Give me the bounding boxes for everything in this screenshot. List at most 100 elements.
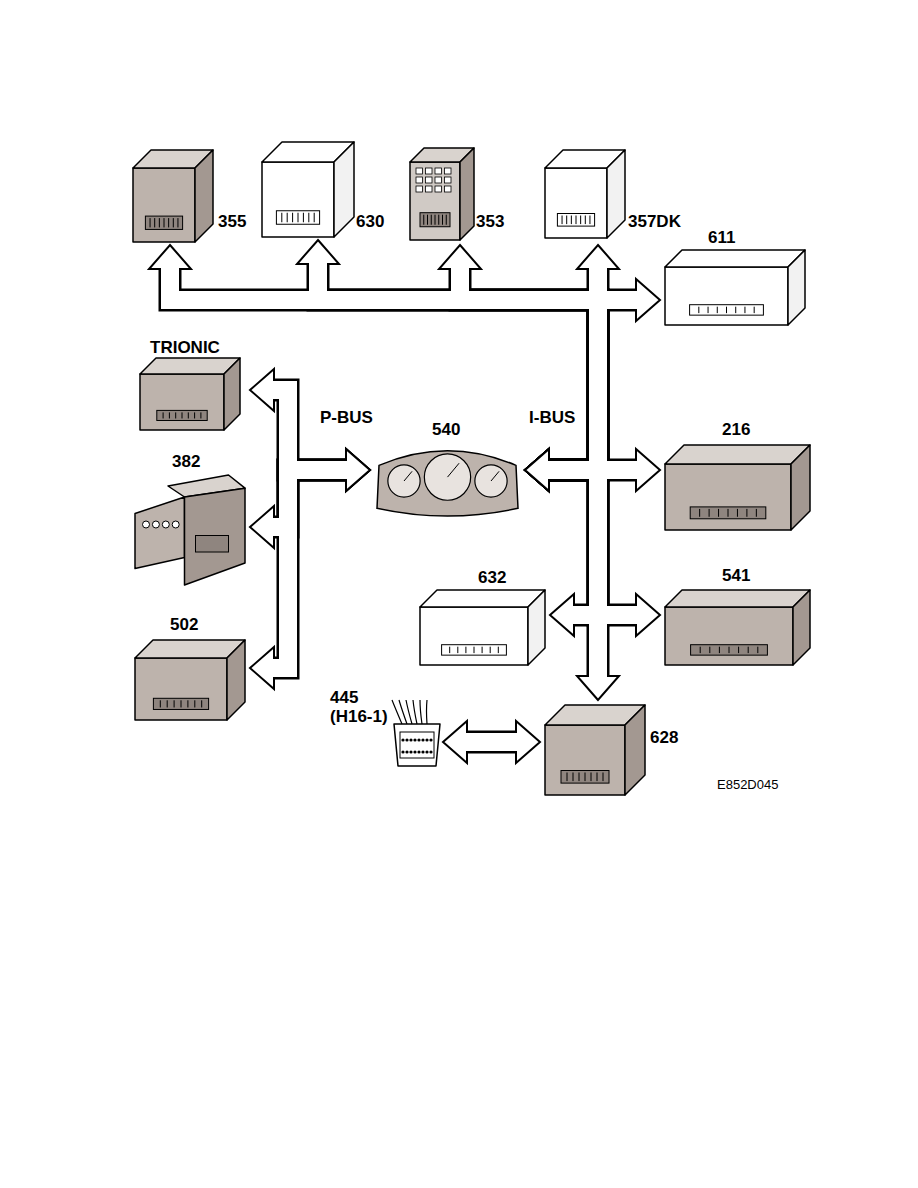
wire (413, 700, 417, 724)
brake-port (172, 521, 179, 528)
module-side (460, 148, 474, 240)
connector-pin (188, 412, 189, 418)
module-top (420, 590, 545, 607)
pin (409, 738, 412, 741)
connector-pin (729, 647, 730, 653)
module-side (607, 150, 625, 238)
control-module: 540 (370, 420, 525, 525)
connector-pin (573, 773, 574, 782)
connector-pin (438, 215, 439, 225)
bus-label: I-BUS (527, 408, 577, 427)
module-front (665, 267, 788, 325)
gauge-needle (491, 471, 499, 481)
module-illustration (375, 442, 520, 520)
radio-button (426, 177, 433, 183)
connector-socket (145, 216, 182, 229)
label-holder: 540 (432, 420, 460, 439)
radio-button (426, 186, 433, 192)
bus-connector-fill (460, 265, 598, 470)
connector-pin (585, 216, 586, 225)
control-module: TRIONIC (135, 338, 250, 433)
connector-pin (168, 218, 169, 227)
pin (425, 738, 428, 741)
connector-socket (420, 213, 450, 227)
module-front (665, 464, 791, 530)
connector-pin (287, 213, 288, 223)
pin (413, 738, 416, 741)
label-holder: 216 (722, 420, 750, 439)
radio-button (435, 186, 442, 192)
module-illustration (410, 148, 474, 240)
pin (413, 750, 416, 753)
bus-connector-fill (318, 260, 598, 470)
radio-button (426, 168, 433, 174)
module-side (528, 590, 545, 665)
control-module: 630 (258, 140, 388, 240)
control-module: 382 (130, 452, 250, 587)
callout-number: 628 (650, 728, 678, 747)
module-illustration (665, 250, 805, 325)
module-top (135, 640, 245, 658)
pin (421, 750, 424, 753)
bus-outline (170, 264, 636, 742)
connector-pin (591, 773, 592, 782)
connector-pin (579, 773, 580, 782)
figure-code: E852D045 (717, 777, 778, 792)
control-module: 445 (H16-1) (325, 688, 443, 773)
connector-pin (281, 213, 282, 223)
connector-pin (164, 218, 165, 227)
module-illustration (420, 590, 545, 665)
radio-button (435, 177, 442, 183)
bus-name: I-BUS (529, 408, 575, 427)
bus-name: P-BUS (320, 408, 373, 427)
connector-pin (303, 213, 304, 223)
bus-fill (170, 260, 640, 742)
module-illustration (135, 640, 245, 720)
control-module: 357DK (540, 145, 690, 245)
connector-pin (754, 307, 755, 313)
connector-socket (690, 305, 764, 315)
wire (406, 700, 412, 724)
connector-pin (482, 647, 483, 653)
label-holder: 502 (170, 615, 198, 634)
radio-button (416, 186, 423, 192)
module-side (227, 640, 245, 720)
connector-pin (719, 647, 720, 653)
connector-socket (196, 536, 229, 553)
callout-number: 502 (170, 615, 198, 634)
gauge-dial (388, 465, 420, 497)
callout-number: 611 (708, 228, 735, 247)
control-module: 611 (660, 228, 810, 328)
brake-port (143, 521, 150, 528)
label-holder: 611 (708, 228, 735, 247)
module-front (133, 168, 195, 242)
connector-pin (173, 218, 174, 227)
label-holder: 382 (172, 452, 200, 471)
connector-pin (154, 218, 155, 227)
pin (409, 750, 412, 753)
module-illustration (140, 358, 240, 430)
valve-block (135, 497, 185, 569)
module-top (665, 445, 810, 464)
module-side (334, 142, 354, 237)
radio-button (416, 177, 423, 183)
connector-pin (314, 213, 315, 223)
connector-pin (567, 773, 568, 782)
bus-connector-fill (270, 470, 350, 668)
module-illustration (133, 150, 213, 242)
pin (405, 738, 408, 741)
connector-socket (442, 645, 507, 655)
connector-pin (585, 773, 586, 782)
connector-pin (717, 307, 718, 313)
bus-label: P-BUS (318, 408, 375, 427)
connector-pin (182, 412, 183, 418)
connector-pin (490, 647, 491, 653)
connector-pin (571, 216, 572, 225)
control-module: 502 (130, 615, 250, 723)
callout-number: 632 (478, 568, 506, 587)
connector-pin (298, 213, 299, 223)
label-holder: TRIONIC (150, 338, 220, 357)
connector-pin (177, 218, 178, 227)
pin (429, 738, 432, 741)
module-side (788, 250, 805, 325)
